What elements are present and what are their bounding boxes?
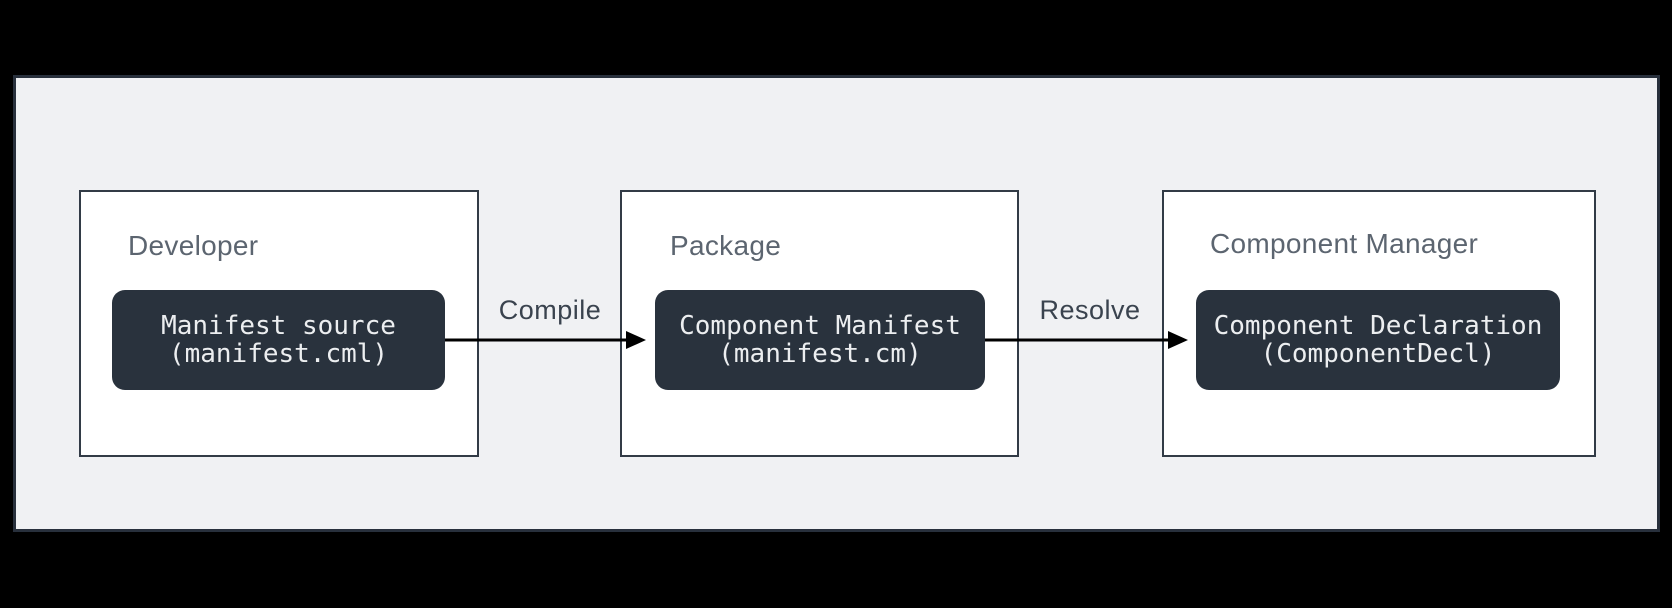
node-component-manifest: Component Manifest (manifest.cm) xyxy=(655,290,985,390)
arrow-label-compile: Compile xyxy=(498,295,602,325)
node-component-declaration-line1: Component Declaration xyxy=(1213,311,1543,341)
node-manifest-source-line1: Manifest source xyxy=(161,311,396,341)
arrow-label-resolve: Resolve xyxy=(1039,295,1141,325)
group-label-developer: Developer xyxy=(128,230,259,261)
group-label-package: Package xyxy=(670,230,782,261)
group-label-component-manager: Component Manager xyxy=(1210,228,1479,259)
node-component-declaration: Component Declaration (ComponentDecl) xyxy=(1196,290,1560,390)
node-component-manifest-line2: (manifest.cm) xyxy=(718,339,922,369)
node-component-manifest-line1: Component Manifest xyxy=(679,311,961,341)
node-component-declaration-line2: (ComponentDecl) xyxy=(1260,339,1496,369)
node-manifest-source-line2: (manifest.cml) xyxy=(168,339,389,369)
node-manifest-source: Manifest source (manifest.cml) xyxy=(112,290,445,390)
